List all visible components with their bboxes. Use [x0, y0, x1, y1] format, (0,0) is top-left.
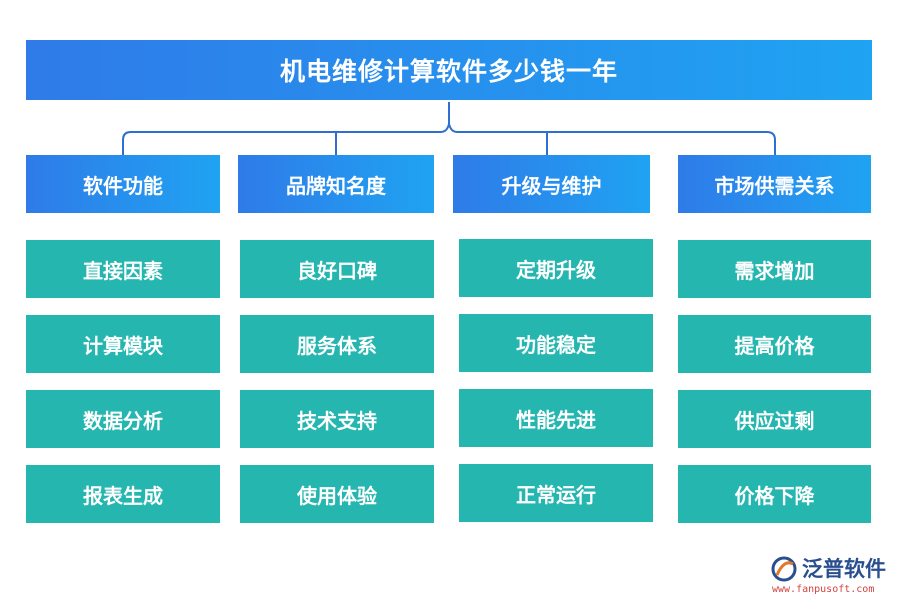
- item-good-reputation: 良好口碑: [240, 240, 434, 298]
- item-price-decline: 价格下降: [678, 465, 871, 523]
- item-stable-functions: 功能稳定: [459, 314, 653, 372]
- item-oversupply: 供应过剩: [678, 390, 871, 448]
- item-tech-support: 技术支持: [240, 390, 434, 448]
- category-upgrade-maintenance: 升级与维护: [453, 155, 650, 213]
- logo-icon: [771, 556, 797, 582]
- item-report-generation: 报表生成: [26, 465, 220, 523]
- item-advanced-performance: 性能先进: [459, 389, 653, 447]
- logo-url: www.fanpusoft.com: [772, 584, 875, 595]
- item-direct-factors: 直接因素: [26, 240, 220, 298]
- category-software-features: 软件功能: [26, 155, 220, 213]
- tree-connector: [122, 102, 776, 155]
- item-service-system: 服务体系: [240, 315, 434, 373]
- item-user-experience: 使用体验: [240, 465, 434, 523]
- item-normal-operation: 正常运行: [459, 464, 653, 522]
- category-market-supply-demand: 市场供需关系: [678, 155, 871, 213]
- logo-name: 泛普软件: [802, 557, 886, 581]
- item-demand-increase: 需求增加: [678, 240, 871, 298]
- item-calc-module: 计算模块: [26, 315, 220, 373]
- diagram-title: 机电维修计算软件多少钱一年: [26, 40, 872, 100]
- item-data-analysis: 数据分析: [26, 390, 220, 448]
- item-regular-upgrade: 定期升级: [459, 239, 653, 297]
- item-raise-price: 提高价格: [678, 315, 871, 373]
- category-brand-awareness: 品牌知名度: [238, 155, 434, 213]
- brand-logo: 泛普软件 www.fanpusoft.com: [770, 553, 895, 598]
